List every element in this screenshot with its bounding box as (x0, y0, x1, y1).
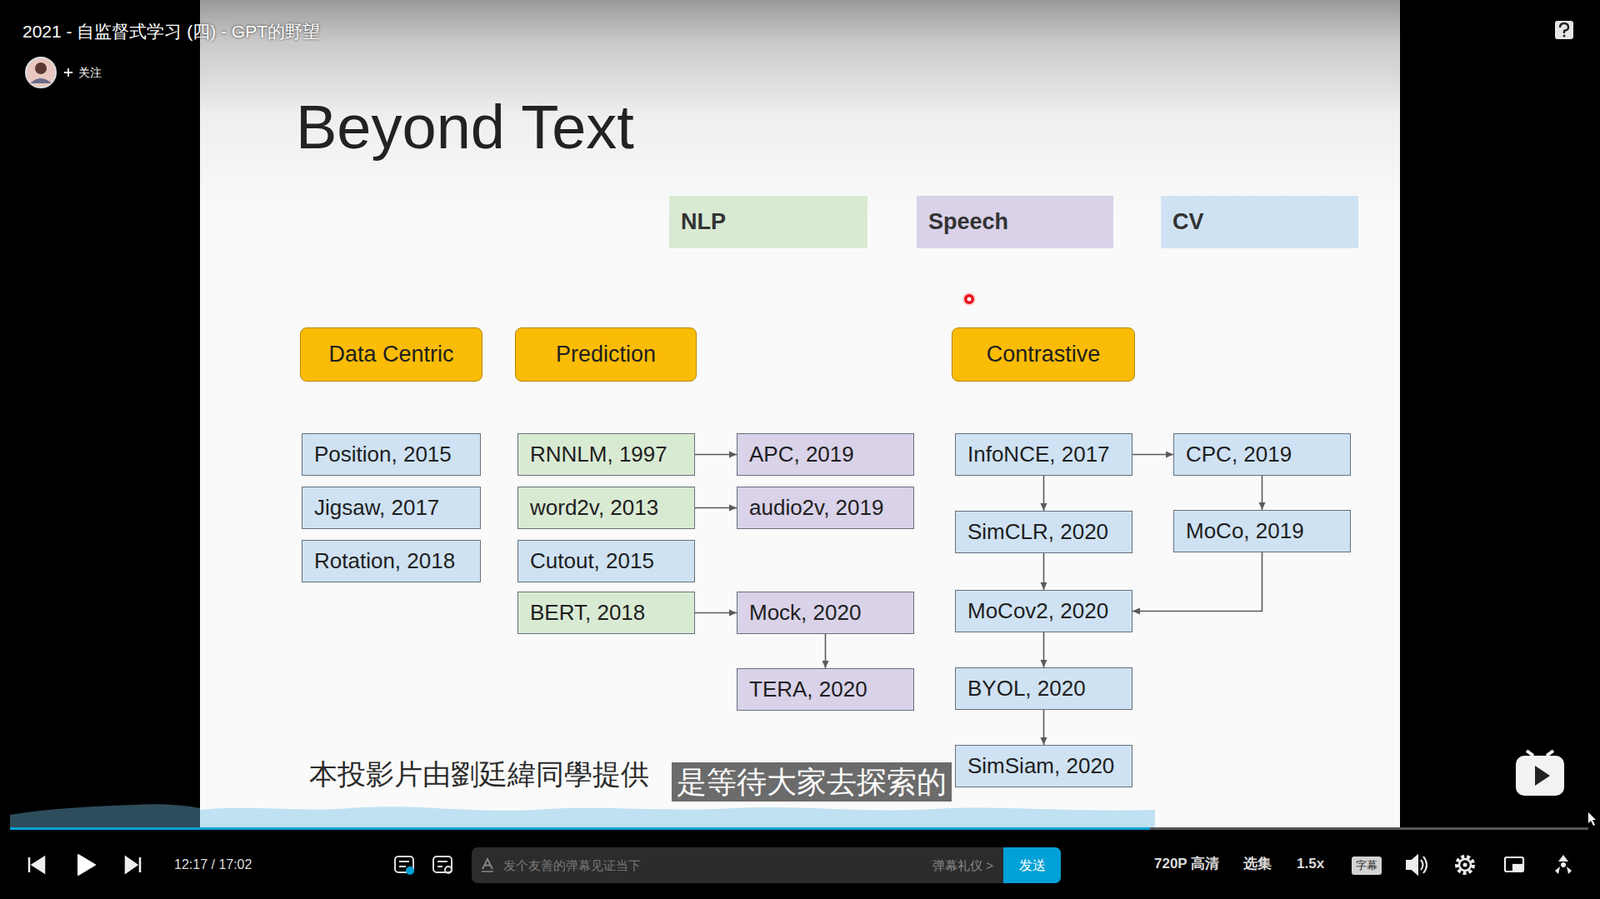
progress-bar (10, 827, 1150, 830)
node-text: 字幕 (1355, 859, 1378, 873)
legend-text: Speech (928, 209, 1009, 235)
danmaku-input: 发个友善的弹幕见证当下 弹幕礼仪 > 发送 (471, 847, 1061, 884)
legend-text: NLP (680, 209, 726, 235)
method-box: BERT, 2018 (517, 591, 695, 635)
arrow-connector (1132, 552, 1263, 612)
subtitle: 是等待大家去探索的 (671, 762, 952, 802)
legend-swatch: CV (1160, 195, 1359, 249)
node-text: TERA, 2020 (749, 676, 868, 703)
node-text: Prediction (555, 340, 656, 368)
node-text: Rotation, 2018 (314, 548, 455, 575)
arrow-connector (695, 454, 737, 456)
category-box: Contrastive (951, 327, 1135, 382)
node-text: 发个友善的弹幕见证当下 (503, 847, 641, 884)
category-box: Data Centric (300, 327, 483, 382)
node-text: InfoNCE, 2017 (967, 441, 1110, 468)
danmaku-toggle-icon (395, 856, 415, 875)
node-text: 发送 (1019, 857, 1046, 874)
slide-title: Beyond Text (295, 91, 635, 163)
waveform (10, 804, 200, 829)
legend-swatch: NLP (669, 195, 868, 249)
node-text: APC, 2019 (749, 441, 855, 468)
prev-icon (29, 857, 45, 873)
play-icon (78, 855, 95, 875)
danmaku-settings-icon (433, 856, 452, 874)
node-text: SimSiam, 2020 (967, 753, 1115, 780)
category-box: Prediction (515, 327, 697, 382)
node-text: SimCLR, 2020 (967, 519, 1109, 545)
method-box: CPC, 2019 (1173, 433, 1351, 476)
fullscreen-icon (1555, 855, 1572, 875)
arrow-connector (1043, 632, 1045, 668)
subtitle-badge: 字幕 (1351, 856, 1382, 875)
pip-icon (1505, 857, 1524, 872)
method-box: MoCo, 2019 (1173, 510, 1351, 553)
method-box: APC, 2019 (736, 433, 915, 476)
credit-note: 本投影片由劉廷緯同學提供 (309, 757, 650, 792)
time-display: 12:17 / 17:02 (174, 856, 252, 873)
node-text: audio2v, 2019 (749, 495, 884, 521)
method-box: MoCov2, 2020 (955, 590, 1133, 633)
legend-swatch: Speech (916, 195, 1114, 249)
method-box: Jigsaw, 2017 (301, 486, 481, 530)
node-text: Cutout, 2015 (530, 548, 655, 575)
arrow-connector (695, 507, 737, 510)
node-text: Jigsaw, 2017 (314, 495, 440, 521)
node-text: RNNLM, 1997 (530, 441, 668, 468)
text-style-icon (479, 856, 496, 874)
node-text: BERT, 2018 (530, 600, 645, 626)
method-box: BYOL, 2020 (955, 667, 1133, 710)
send-button: 发送 (1003, 847, 1061, 884)
node-text: MoCo, 2019 (1185, 518, 1305, 545)
episodes-button: 选集 (1243, 855, 1272, 873)
arrow-connector (1043, 475, 1045, 511)
quality-button: 720P 高清 (1154, 855, 1220, 873)
method-box: TERA, 2020 (736, 668, 915, 711)
node-text: BYOL, 2020 (967, 675, 1086, 702)
node-text: Data Centric (328, 340, 454, 368)
node-text: 弹幕礼仪 > (932, 847, 994, 884)
method-box: SimCLR, 2020 (955, 510, 1133, 554)
settings-icon (1456, 856, 1474, 874)
arrow-connector (825, 634, 827, 669)
next-icon (125, 857, 140, 873)
node-text: word2v, 2013 (530, 495, 659, 521)
cursor (1588, 812, 1596, 826)
arrow-connector (1043, 553, 1045, 590)
node-text: Contrastive (986, 340, 1101, 368)
method-box: SimSiam, 2020 (955, 745, 1133, 788)
method-box: InfoNCE, 2017 (955, 433, 1133, 476)
arrow-connector (1261, 475, 1264, 510)
node-text: Mock, 2020 (749, 600, 861, 626)
volume-icon (1406, 855, 1427, 875)
laser-dot (962, 292, 976, 306)
avatar (25, 57, 56, 88)
help-icon (1555, 20, 1574, 40)
method-box: RNNLM, 1997 (517, 433, 695, 476)
method-box: Rotation, 2018 (301, 540, 481, 583)
legend-text: CV (1172, 209, 1205, 235)
method-box: audio2v, 2019 (736, 486, 915, 530)
node-text: Position, 2015 (314, 441, 452, 468)
method-box: Position, 2015 (301, 433, 481, 476)
video-title: 2021 - 自监督式学习 (四) - GPT的野望 (22, 20, 320, 42)
plus-icon (64, 68, 73, 77)
node-text: MoCov2, 2020 (967, 598, 1109, 625)
method-box: Mock, 2020 (736, 591, 915, 635)
node-text: CPC, 2019 (1185, 441, 1292, 468)
arrow-connector (1132, 454, 1174, 456)
bilibili-tv-icon (1515, 750, 1565, 796)
follow-text: 关注 (78, 65, 102, 80)
arrow-connector (1043, 710, 1045, 745)
method-box: word2v, 2013 (517, 486, 695, 530)
speed-button: 1.5x (1296, 855, 1325, 873)
method-box: Cutout, 2015 (517, 540, 695, 583)
arrow-connector (695, 612, 737, 615)
